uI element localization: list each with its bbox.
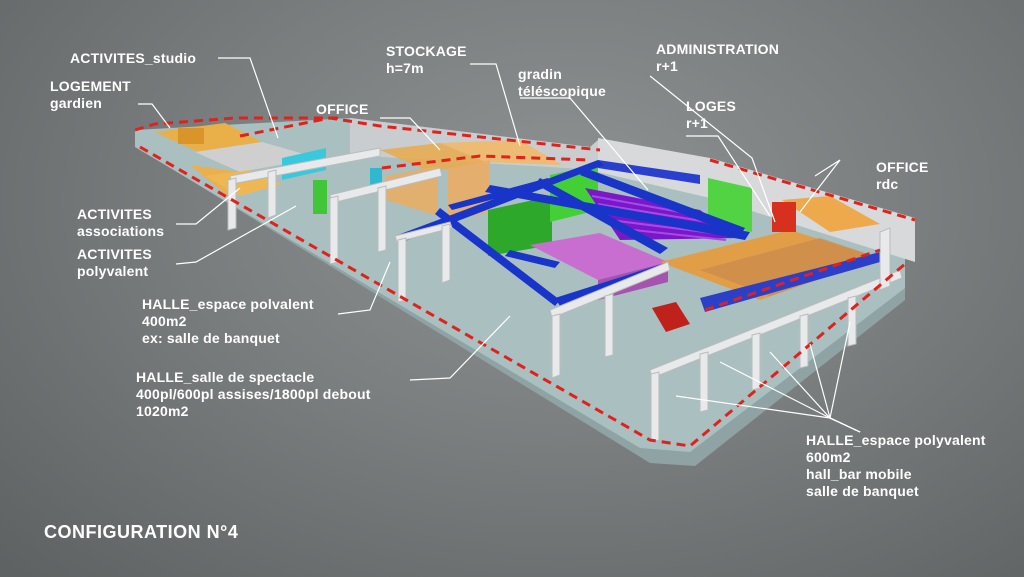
label-office: OFFICE [316,101,369,117]
cyan-panel [370,168,382,186]
label-stockage: STOCKAGE h=7m [386,43,467,76]
leader-lines [138,57,861,433]
stage-platform [530,233,668,280]
logement-box [178,128,204,144]
label-activites-associations: ACTIVITES associations [77,206,165,239]
page-title: CONFIGURATION N°4 [44,522,239,542]
label-logement-gardien: LOGEMENT gardien [50,78,131,111]
label-activites-polyvalent: ACTIVITES polyvalent [77,246,152,279]
label-loges: LOGES r+1 [686,98,737,131]
label-halle-spectacle: HALLE_salle de spectacle 400pl/600pl ass… [136,369,371,419]
label-administration: ADMINISTRATION r+1 [656,41,780,74]
studio-room [195,142,318,172]
loges-rows [700,238,880,296]
red-stair [652,302,690,332]
label-gradin: gradin téléscopique [518,66,606,99]
office-room [380,143,486,172]
steel-beams [395,160,750,306]
red-core [772,202,796,232]
portal-frames [227,147,903,443]
blue-top-band [598,160,700,184]
green-panel-left [313,180,327,214]
label-office-rdc: OFFICE rdc [876,159,929,192]
label-halle-polyvalent-600: HALLE_espace polyvalent 600m2 hall_bar m… [806,432,986,499]
green-wall [488,196,552,256]
administration-block [782,196,880,232]
label-activites-studio: ACTIVITES_studio [70,50,197,66]
label-halle-polvalent-400: HALLE_espace polvalent 400m2 ex: salle d… [142,296,314,346]
zone-boundaries [134,116,916,448]
